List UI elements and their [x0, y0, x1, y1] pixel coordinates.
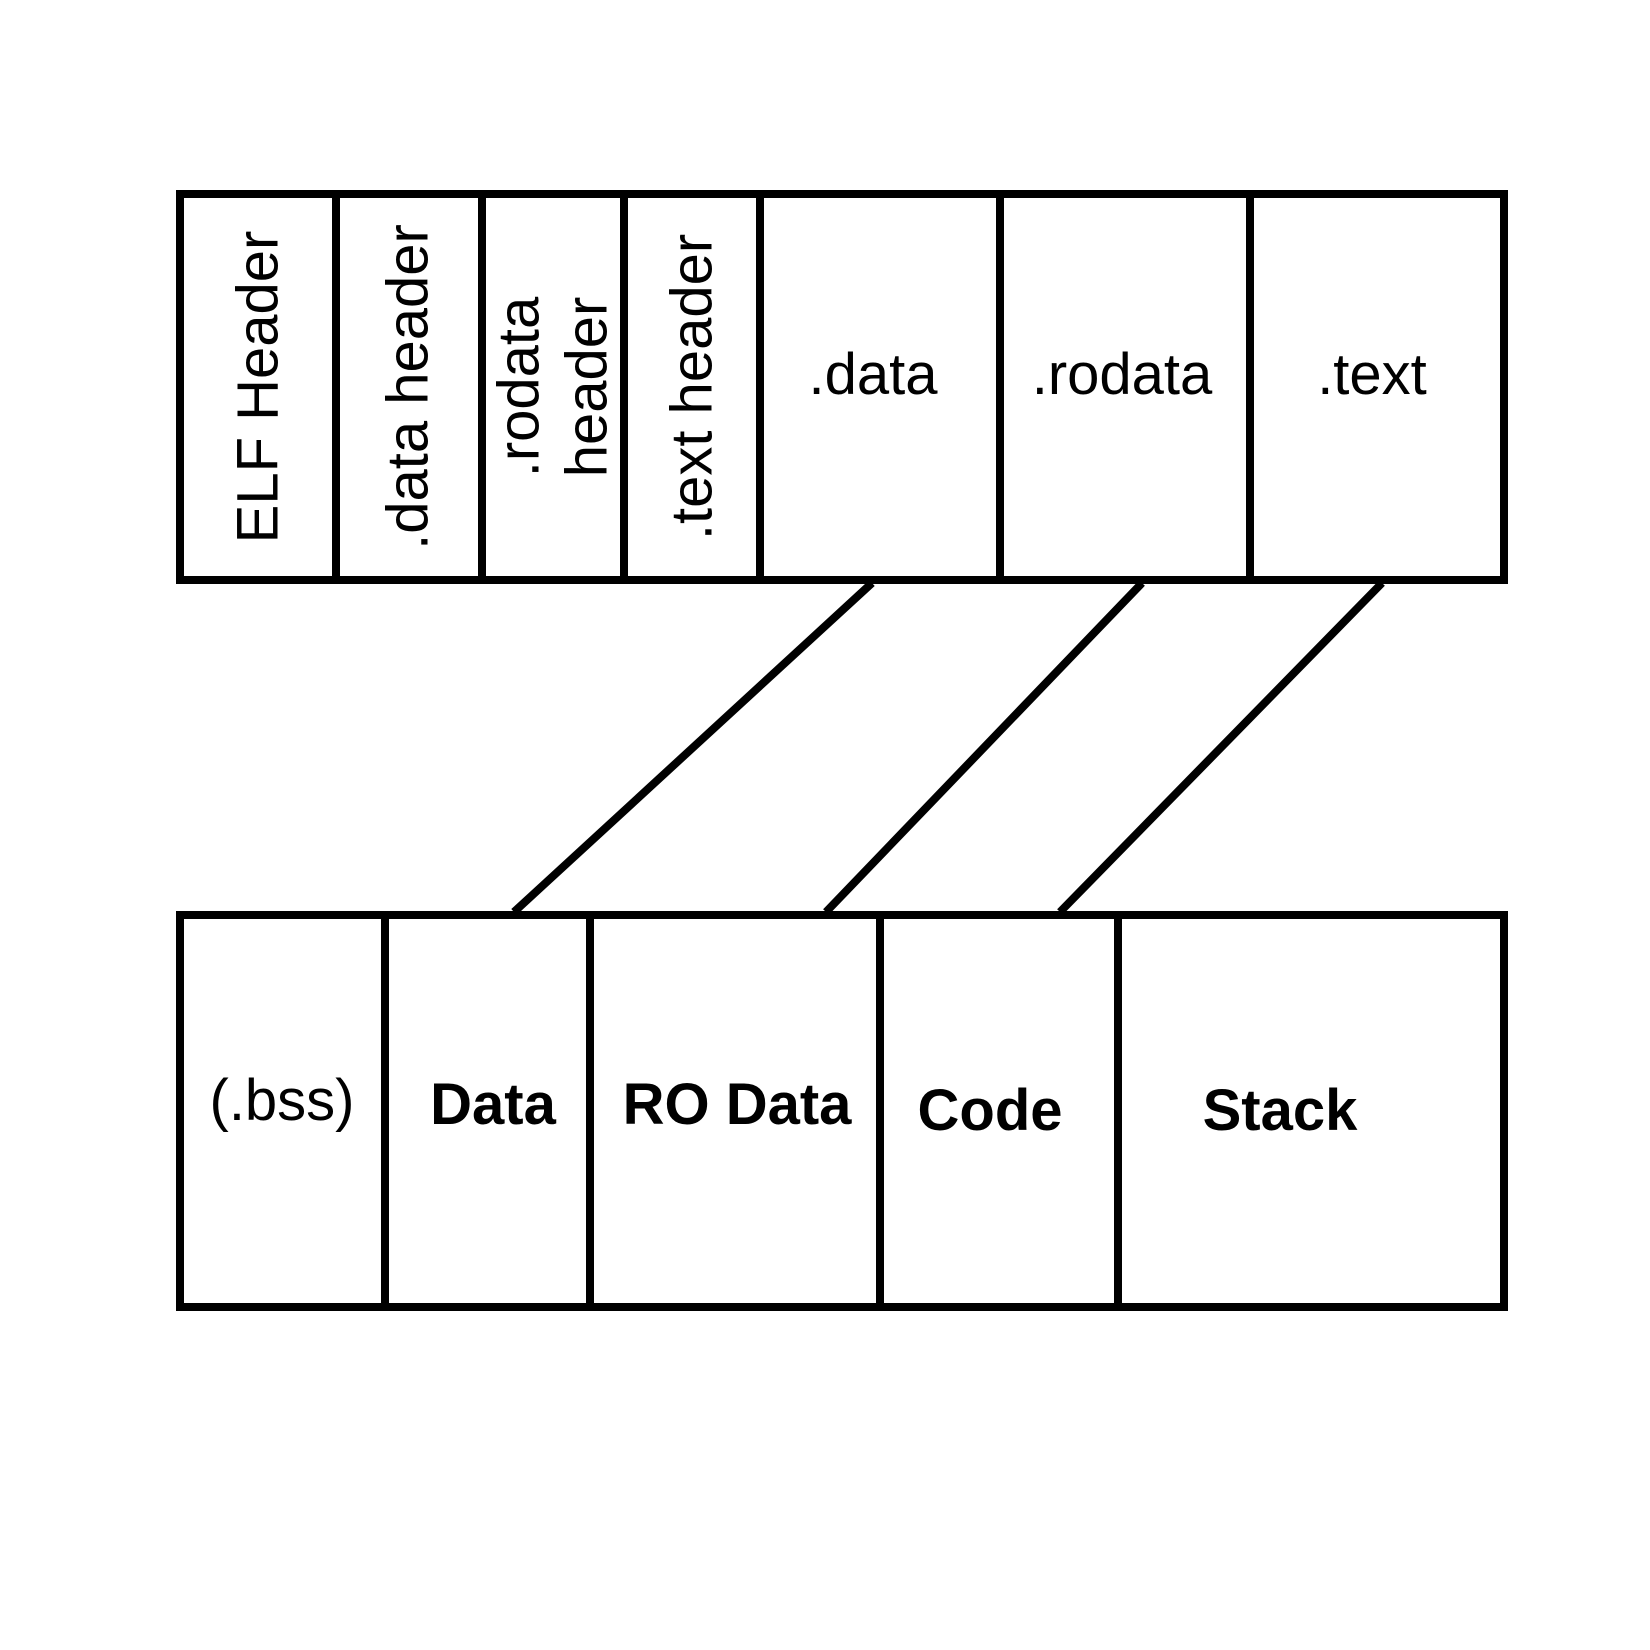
elf-file-box: ELF Header .data header .rodata header .…: [176, 190, 1508, 584]
rodata-mapping-connector: [823, 580, 1145, 915]
memory-layout-box: (.bss) Data RO Data Code Stack: [176, 911, 1508, 1311]
elf-file-outline: [176, 190, 1508, 584]
elf-header-label: ELF Header: [226, 231, 291, 544]
code-region-label: Code: [918, 1078, 1063, 1143]
data-region-label: Data: [430, 1072, 556, 1137]
rodata-header-label-line2: header: [555, 297, 620, 478]
section-mapping-connectors: [511, 580, 1385, 915]
bss-region-label: (.bss): [210, 1068, 355, 1133]
text-mapping-connector: [1057, 580, 1385, 915]
rodata-section-label: .rodata: [1032, 342, 1213, 407]
data-mapping-connector: [511, 580, 875, 915]
ro-data-region-label: RO Data: [623, 1072, 853, 1137]
rodata-header-label-line1: .rodata: [487, 296, 552, 477]
data-section-label: .data: [809, 342, 939, 407]
text-header-label: .text header: [660, 234, 725, 540]
data-header-label: .data header: [376, 224, 441, 550]
memory-layout-outline: [176, 911, 1508, 1311]
stack-region-label: Stack: [1203, 1078, 1359, 1143]
text-section-label: .text: [1317, 342, 1427, 407]
